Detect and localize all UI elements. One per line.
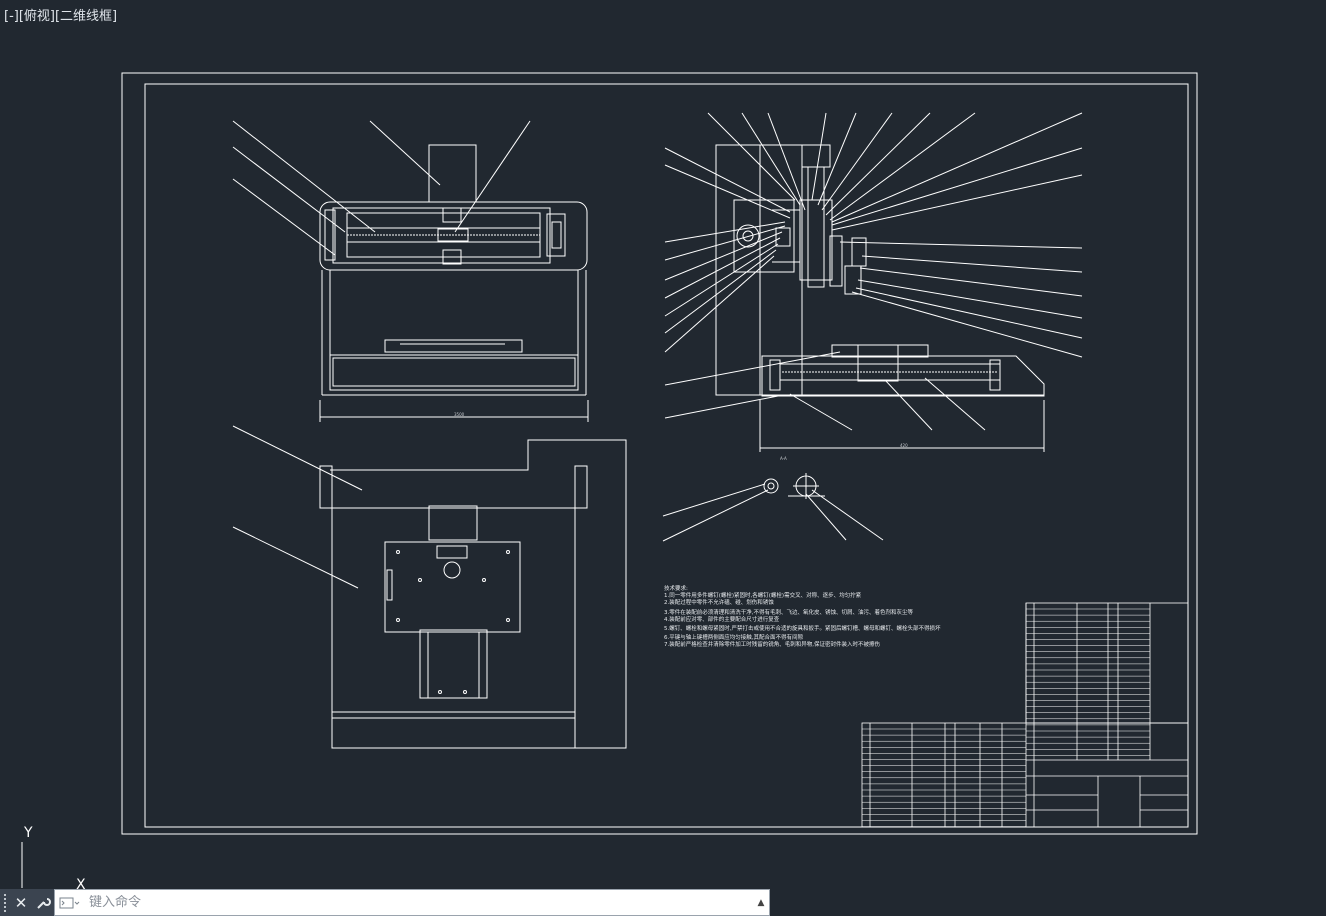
sheet-inner-border xyxy=(144,83,1189,828)
parts-list xyxy=(861,602,1189,828)
viewport-label[interactable]: [-][俯视][二维线框] xyxy=(4,9,118,24)
command-input[interactable] xyxy=(85,895,753,910)
command-prompt-icon[interactable] xyxy=(55,896,85,910)
technical-requirements: 技术要求: 1.同一零件用多件螺钉(螺栓)紧固时,各螺钉(螺栓)需交叉、对称、逐… xyxy=(664,584,941,648)
ucs-x-label: X xyxy=(76,877,86,890)
side-view xyxy=(664,112,1083,452)
wrench-glyph xyxy=(37,897,51,909)
tech-req-line: 5.螺钉、螺栓和螺母紧固时,严禁打击或使用不合适的旋具和扳手。紧固后螺钉槽、螺母… xyxy=(664,624,941,632)
ucs-y-label: Y xyxy=(23,825,33,841)
command-line-grip[interactable] xyxy=(0,889,10,916)
parts-list-rows-lower xyxy=(862,728,1026,827)
close-icon[interactable]: ✕ xyxy=(10,889,32,916)
tech-req-line: 3.零件在装配前必须清理和清洗干净,不得有毛刺、飞边、氧化皮、锈蚀、切屑、油污、… xyxy=(664,608,913,616)
detail-label: A-A xyxy=(780,456,787,461)
top-view xyxy=(232,425,627,749)
ucs-icon: Y X xyxy=(21,825,86,890)
wrench-icon[interactable] xyxy=(32,889,54,916)
tech-req-line: 4.装配前应对零、部件的主要配合尺寸进行复查 xyxy=(664,615,780,623)
chevron-up-icon[interactable]: ▲ xyxy=(757,897,765,908)
tech-req-line: 7.装配前严格检查并清除零件加工时残留的锐角、毛刺和异物,保证密封件装入时不被擦… xyxy=(664,640,880,648)
command-input-wrapper[interactable]: ▲ xyxy=(54,889,770,916)
parts-list-rows xyxy=(1026,608,1150,756)
tech-req-line: 6.平键与轴上键槽两侧面应均匀接触,其配合面不得有间隙 xyxy=(664,633,803,641)
front-view xyxy=(232,120,589,422)
tech-req-title: 技术要求: xyxy=(664,584,688,592)
detail-view xyxy=(662,473,884,542)
side-width-dimension: 420 xyxy=(900,443,908,448)
tech-req-line: 1.同一零件用多件螺钉(螺栓)紧固时,各螺钉(螺栓)需交叉、对称、逐步、均匀拧紧 xyxy=(664,591,862,599)
sheet-outer-border xyxy=(121,72,1198,835)
command-line-bar: ✕ ▲ xyxy=(0,889,770,916)
tech-req-line: 2.装配过程中零件不允许磕、碰、划伤和锈蚀 xyxy=(664,598,774,606)
front-width-dimension: 3500 xyxy=(454,412,465,417)
prompt-glyph xyxy=(59,897,80,908)
